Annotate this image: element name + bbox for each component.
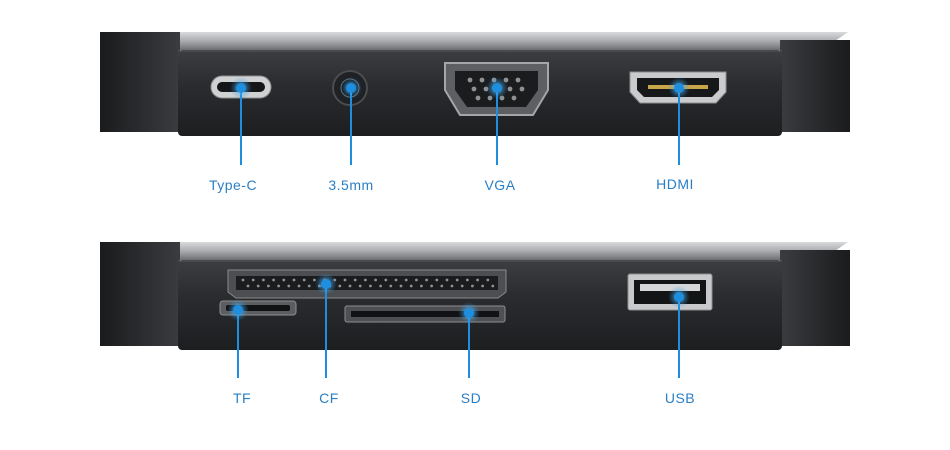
- port-label-3-5mm: 3.5mm: [328, 177, 374, 193]
- cf-pin: [267, 284, 270, 288]
- cf-pin: [246, 284, 250, 288]
- cf-pin: [455, 278, 459, 282]
- cf-pin: [379, 284, 382, 288]
- cf-pin: [343, 278, 347, 282]
- callout-dots: [227, 77, 690, 324]
- cf-pin: [364, 278, 367, 282]
- cf-pin: [262, 278, 265, 282]
- sd-card-slot-icon: [344, 305, 506, 323]
- cf-pin: [420, 284, 423, 288]
- cf-pin: [369, 284, 372, 288]
- cf-pin: [404, 278, 408, 282]
- cf-pin: [287, 284, 291, 288]
- cf-pin: [348, 284, 352, 288]
- cf-pin: [389, 284, 393, 288]
- port-label-sd: SD: [460, 390, 482, 406]
- cf-pin: [435, 278, 439, 282]
- cf-pin: [302, 278, 306, 282]
- cf-pin: [460, 284, 464, 288]
- cf-pin: [415, 278, 418, 282]
- cf-pin: [292, 278, 296, 282]
- port-label-tf: TF: [232, 390, 252, 406]
- cf-pin: [430, 284, 433, 288]
- cf-pin: [466, 278, 469, 282]
- cf-pin: [445, 278, 449, 282]
- cf-pin: [256, 284, 260, 288]
- port-label-vga: VGA: [484, 177, 516, 193]
- cf-pin: [374, 278, 377, 282]
- cf-pin: [486, 278, 490, 282]
- cf-pin: [307, 284, 311, 288]
- cf-pin: [481, 284, 484, 288]
- cf-pin: [471, 284, 474, 288]
- cf-pin: [394, 278, 398, 282]
- cf-pin: [384, 278, 388, 282]
- port-label-type-c: Type-C: [208, 177, 258, 193]
- cf-pin: [251, 278, 255, 282]
- port-label-cf: CF: [319, 390, 339, 406]
- cf-pin: [282, 278, 286, 282]
- cf-pin: [313, 278, 316, 282]
- cf-pin: [399, 284, 403, 288]
- cf-pin: [450, 284, 454, 288]
- cf-pin: [338, 284, 342, 288]
- cf-pin: [272, 278, 275, 282]
- cf-pin: [440, 284, 444, 288]
- cf-pin: [277, 284, 280, 288]
- cf-pin: [297, 284, 301, 288]
- cf-pin: [409, 284, 413, 288]
- cf-pin: [491, 284, 495, 288]
- cf-pin: [476, 278, 479, 282]
- cf-pin: [358, 284, 362, 288]
- cf-pin: [353, 278, 357, 282]
- port-label-hdmi: HDMI: [656, 176, 694, 192]
- port-label-usb: USB: [664, 390, 696, 406]
- cf-pin: [425, 278, 428, 282]
- cf-pin: [241, 278, 245, 282]
- cf-card-slot-icon: [227, 269, 507, 299]
